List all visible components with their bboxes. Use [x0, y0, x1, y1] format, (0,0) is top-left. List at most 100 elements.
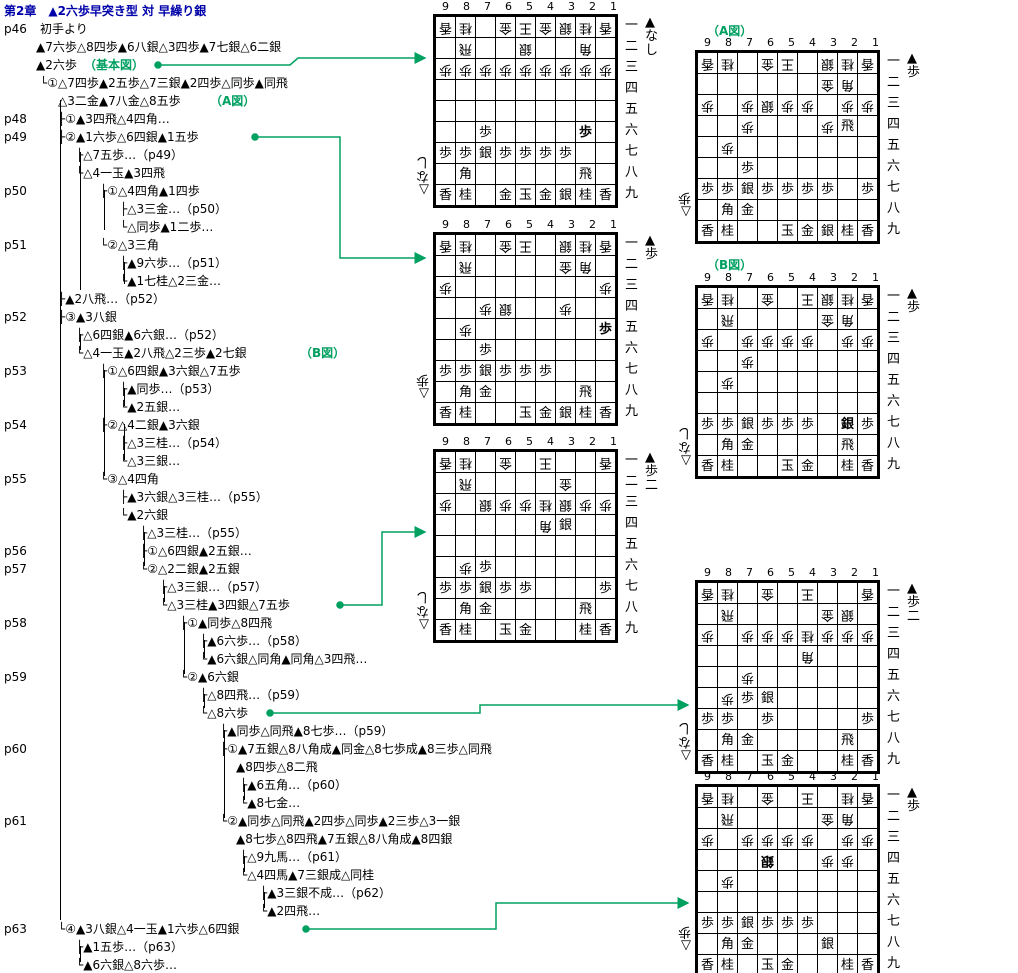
- page-label: p56: [4, 544, 27, 558]
- shogi-piece: 玉: [760, 753, 774, 769]
- board-cell: 歩: [777, 413, 798, 435]
- tree-connector: [80, 334, 81, 350]
- tree-line: ├▲同歩…（p53）: [120, 382, 220, 396]
- board-3: 香桂金王香飛金歩銀歩歩桂銀歩歩角銀歩歩歩歩銀歩歩歩角金飛香桂玉金桂香: [433, 449, 618, 643]
- sente-hand: ▲歩二: [645, 450, 659, 493]
- figure-label: （B図）: [300, 346, 346, 360]
- board-cell: 歩: [737, 157, 758, 179]
- shogi-piece: 銀: [558, 405, 572, 421]
- board-b: 香桂金王銀桂香飛金角歩歩歩歩歩歩歩歩歩歩歩銀歩歩歩銀歩角金飛香桂玉金桂香: [695, 285, 880, 479]
- figure-label: （A図）: [210, 94, 256, 108]
- tree-line: └④▲3八銀△4一玉▲1六歩△6四銀: [58, 922, 240, 936]
- board-cell: 銀: [475, 577, 496, 599]
- tree-connector: [60, 100, 61, 920]
- tree-line: ▲8四歩△8二飛: [236, 760, 318, 774]
- shogi-piece: 歩: [860, 711, 874, 727]
- tree-line: ├①▲同歩△8四飛: [180, 616, 273, 630]
- shogi-piece: 角: [458, 384, 472, 400]
- shogi-piece: 歩: [800, 181, 814, 197]
- shogi-piece: 飛: [840, 732, 854, 748]
- shogi-piece: 玉: [518, 405, 532, 421]
- shogi-piece: 銀: [478, 580, 492, 596]
- tree-line: └③△4四角: [100, 472, 159, 486]
- arrow-p57: [340, 526, 427, 606]
- shogi-piece: 歩: [720, 711, 734, 727]
- board-2: 香桂金王銀桂香飛金角歩歩歩銀歩歩歩歩歩歩銀歩歩歩角金飛香桂玉金銀桂香: [433, 232, 618, 426]
- page-label: p58: [4, 616, 27, 630]
- board-cell: 歩: [495, 577, 516, 599]
- shogi-piece: 歩: [720, 181, 734, 197]
- board-cell: 桂: [837, 750, 858, 772]
- shogi-piece: 銀: [740, 915, 754, 931]
- tree-line: ├△3三桂…（p55）: [140, 526, 247, 540]
- row-numbers: 一二三四五六七八九: [887, 788, 901, 971]
- board-cell: 玉: [777, 455, 798, 477]
- shogi-piece: 歩: [800, 915, 814, 931]
- row-numbers: 一二三四五六七八九: [625, 236, 639, 419]
- shogi-piece: 角: [720, 936, 734, 952]
- shogi-piece: 歩: [598, 321, 612, 337]
- shogi-piece: 角: [720, 202, 734, 218]
- tree-line: 初手より: [40, 22, 88, 36]
- tree-connector: [80, 152, 81, 290]
- shogi-piece: 歩: [800, 416, 814, 432]
- shogi-piece: 角: [458, 601, 472, 617]
- tree-connector: [124, 388, 125, 406]
- board-cell: 歩: [697, 413, 718, 435]
- board-cell: 玉: [515, 184, 536, 206]
- board-title: （A図）: [707, 24, 753, 38]
- tree-line: ├▲2八飛…（p52）: [58, 292, 165, 306]
- shogi-piece: 銀: [760, 690, 774, 706]
- shogi-piece: 歩: [780, 915, 794, 931]
- board-cell: 香: [435, 184, 456, 206]
- tree-line: ├②▲1六歩△6四銀▲1五歩: [58, 130, 199, 144]
- shogi-piece: 金: [800, 458, 814, 474]
- board-cell: 歩: [435, 360, 456, 382]
- shogi-piece: 香: [860, 458, 874, 474]
- tree-connector: [80, 946, 81, 962]
- shogi-piece: 桂: [458, 622, 472, 638]
- board-cell: 香: [697, 455, 718, 477]
- board-cell: 香: [857, 954, 878, 973]
- board-cell: 歩: [435, 577, 456, 599]
- board-cell: 香: [595, 619, 616, 641]
- shogi-piece: 歩: [740, 160, 754, 176]
- sente-hand: ▲歩二: [907, 581, 921, 624]
- tree-line: ├▲1五歩…（p63）: [76, 940, 183, 954]
- tree-line: └▲6六銀△8六歩…: [76, 958, 177, 972]
- tree-line: └▲2五銀…: [120, 400, 181, 414]
- page-label: p54: [4, 418, 27, 432]
- tree-connector: [104, 370, 105, 476]
- shogi-piece: 香: [700, 957, 714, 973]
- tree-line: ▲8七歩△8四飛▲7五銀△8八角成▲8四銀: [236, 832, 453, 846]
- shogi-piece: 角: [458, 166, 472, 182]
- shogi-piece: 歩: [438, 580, 452, 596]
- shogi-piece: 歩: [498, 145, 512, 161]
- shogi-piece: 香: [598, 622, 612, 638]
- board-cell: 歩: [697, 912, 718, 934]
- page-label: p53: [4, 364, 27, 378]
- tree-connector: [124, 424, 125, 460]
- shogi-piece: 玉: [498, 622, 512, 638]
- tree-line: ├①△6四銀▲3六銀△7五歩: [100, 364, 241, 378]
- shogi-piece: 金: [740, 936, 754, 952]
- shogi-piece: 銀: [478, 145, 492, 161]
- board-cell: 歩: [455, 142, 476, 164]
- shogi-piece: 歩: [740, 690, 754, 706]
- shogi-piece: 歩: [478, 559, 492, 575]
- tree-line: └△4一玉▲2八飛△2三歩▲2七銀: [76, 346, 247, 360]
- board-cell: 銀: [817, 220, 838, 242]
- tree-line: └②△2二銀▲2五銀: [140, 562, 240, 576]
- page-label: p60: [4, 742, 27, 756]
- shogi-piece: 歩: [518, 363, 532, 379]
- tree-connector: [204, 640, 205, 658]
- tree-line: ├△3三銀…（p57）: [160, 580, 267, 594]
- sente-hand: ▲歩: [907, 785, 921, 814]
- board-cell: 飛: [575, 163, 596, 185]
- shogi-piece: 角: [720, 732, 734, 748]
- shogi-piece: 香: [860, 223, 874, 239]
- board-cell: 歩: [475, 339, 496, 361]
